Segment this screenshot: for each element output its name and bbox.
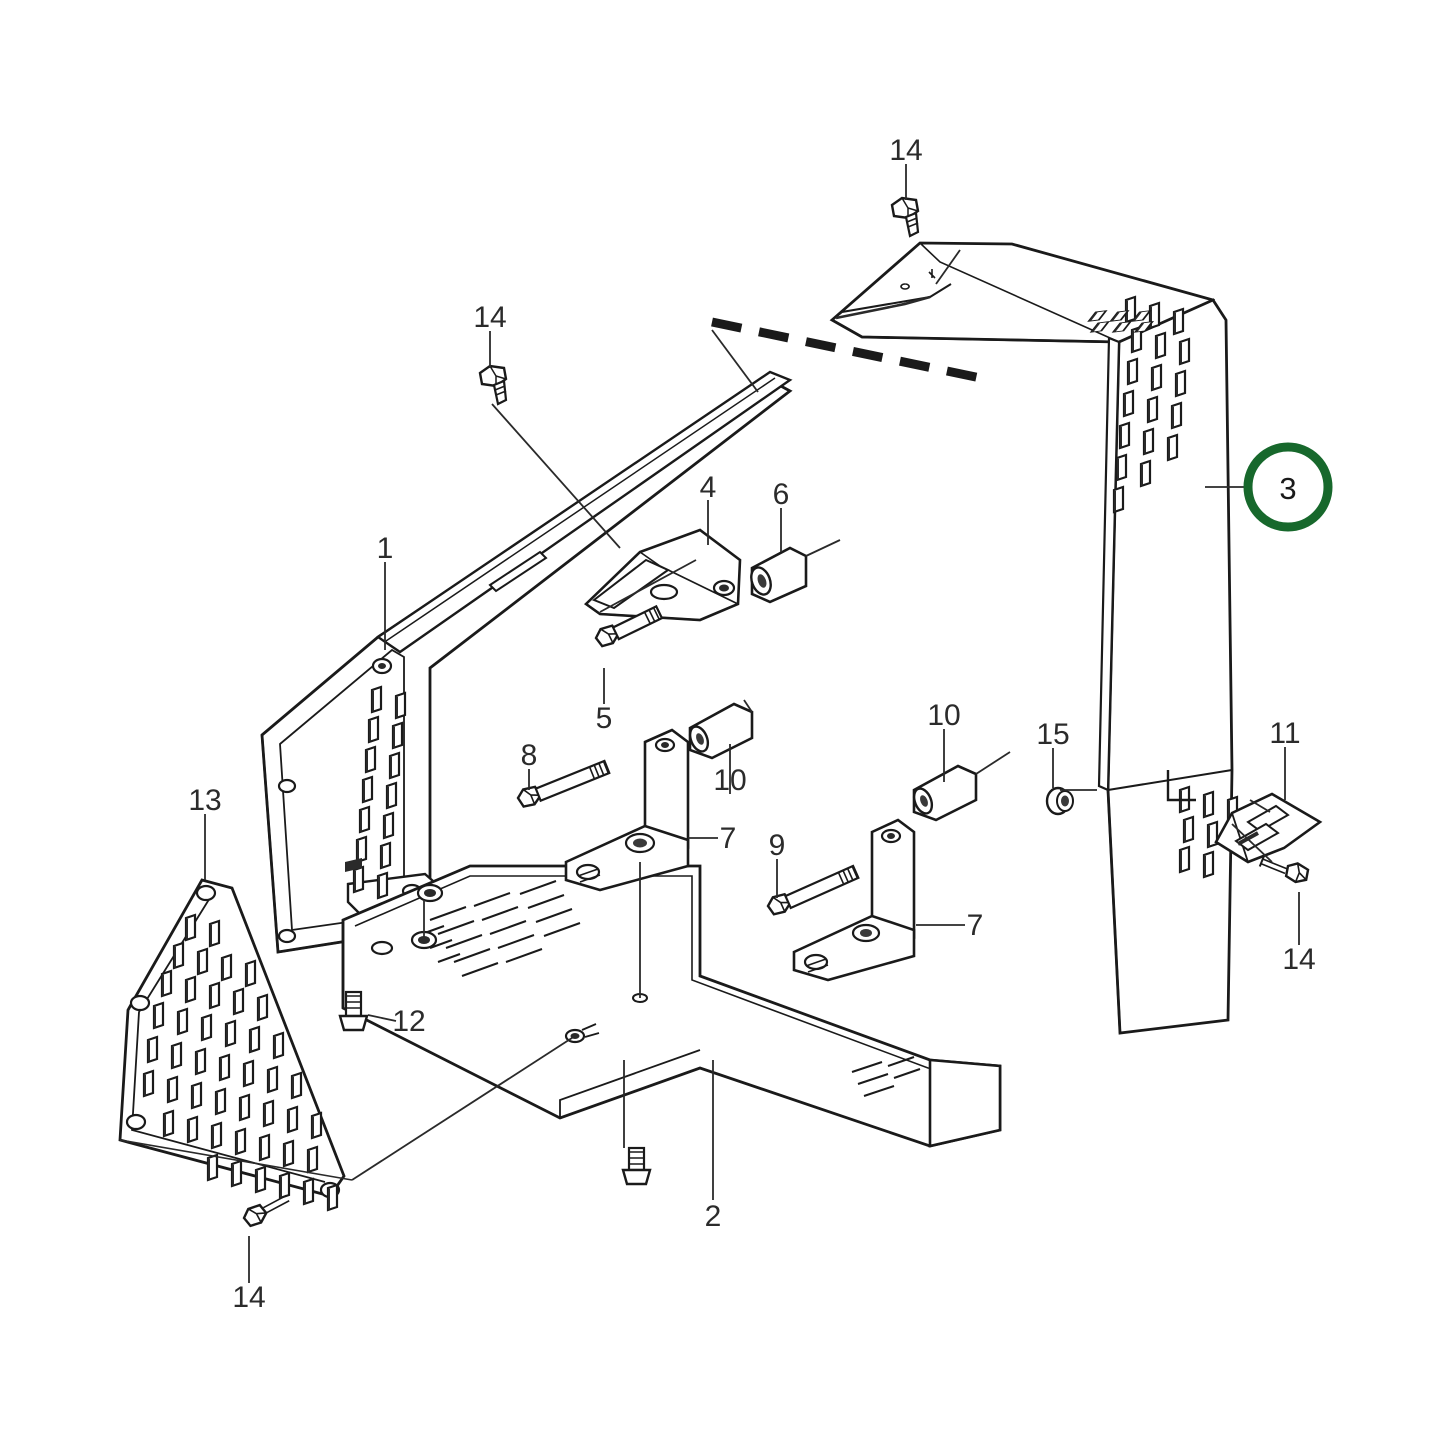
part-7-l-bracket-left [564, 728, 690, 892]
part-13-triangular-guard [118, 878, 346, 1212]
callout-3: 3 [1279, 471, 1296, 506]
part-9-hex-bolt [764, 864, 860, 919]
callout-2: 2 [705, 1200, 722, 1233]
callout-14-upper-left: 14 [473, 301, 506, 334]
callout-6: 6 [773, 478, 790, 511]
part-4-mounting-bracket [583, 528, 742, 622]
part-6-bushing [750, 546, 808, 604]
part-11-slotted-bracket [1214, 792, 1323, 864]
callout-1: 1 [377, 532, 394, 565]
part-10-bushing-right [912, 764, 978, 822]
callout-labels: 1 2 3 4 5 6 7 7 8 9 10 10 11 12 13 14 14… [188, 134, 1315, 1314]
part-7-l-bracket-right [792, 818, 916, 982]
callout-12: 12 [392, 1005, 425, 1038]
callout-14-lower-left: 14 [232, 1281, 265, 1314]
callout-7-right: 7 [967, 909, 984, 942]
part-14-bolt-right [1258, 855, 1312, 887]
part-14-bolt-upper-left [478, 364, 508, 406]
part-8-hex-bolt [514, 759, 611, 811]
part-3-main-shroud [829, 241, 1243, 1035]
part-15-flange-nut [1045, 786, 1074, 816]
callout-10-right: 10 [927, 699, 960, 732]
part-1-side-panel [260, 370, 793, 954]
part-14-bolt-lower-left [239, 1194, 290, 1230]
callout-14-right: 14 [1282, 943, 1315, 976]
callout-10-left: 10 [713, 764, 746, 797]
part-2-base-frame [341, 864, 1002, 1148]
part-12-flange-bolt [338, 990, 369, 1032]
callout-4: 4 [700, 471, 717, 504]
callout-7-left: 7 [720, 822, 737, 855]
part-10-bushing-left [688, 702, 754, 760]
leader-lines [119, 164, 1300, 1283]
part-bolt-base-center [621, 1146, 652, 1186]
callout-13: 13 [188, 784, 221, 817]
callout-5: 5 [596, 702, 613, 735]
part-14-bolt-top [890, 196, 920, 238]
callout-9: 9 [769, 829, 786, 862]
callout-11: 11 [1269, 717, 1300, 750]
highlight-ring-part-3 [1243, 442, 1333, 532]
callout-8: 8 [521, 739, 538, 772]
callout-14-top: 14 [889, 134, 922, 167]
part-5-hex-bolt [592, 604, 664, 650]
callout-15: 15 [1036, 718, 1069, 751]
